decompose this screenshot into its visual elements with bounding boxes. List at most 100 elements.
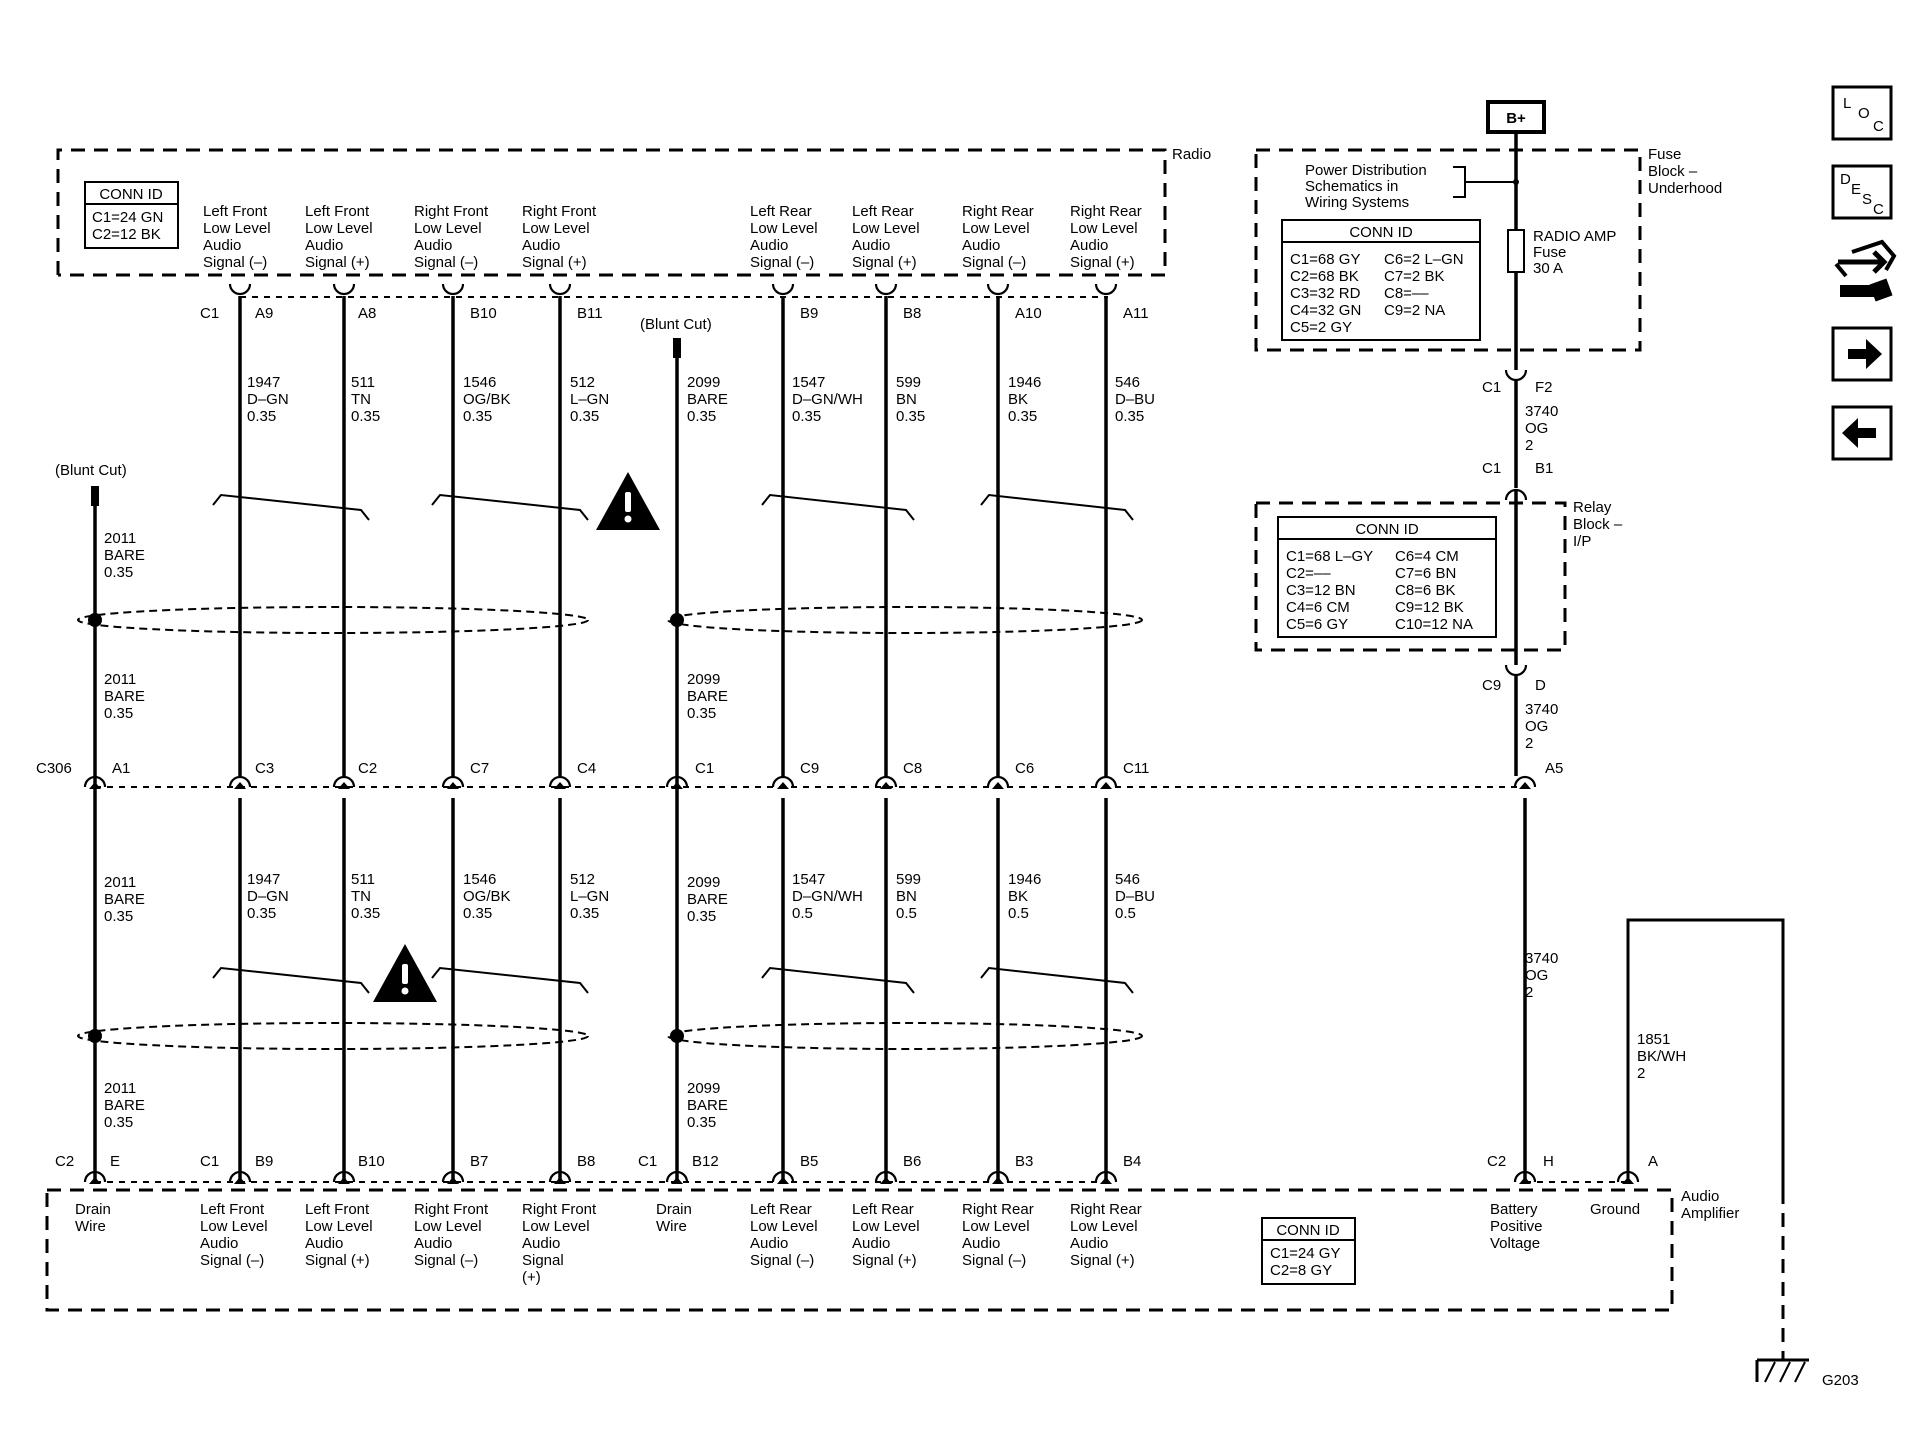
svg-text:2: 2 bbox=[1637, 1065, 1645, 1082]
amp-conn: C2 bbox=[1487, 1153, 1506, 1170]
svg-text:Left Front: Left Front bbox=[200, 1201, 265, 1218]
svg-text:BK/WH: BK/WH bbox=[1637, 1048, 1686, 1065]
svg-text:C1: C1 bbox=[1482, 460, 1501, 477]
svg-text:Low Level: Low Level bbox=[852, 1218, 920, 1235]
relay-block-component: Relay Block – I/P bbox=[1254, 499, 1623, 652]
radio-pin: B10 bbox=[470, 305, 497, 322]
svg-text:0.35: 0.35 bbox=[351, 905, 380, 922]
svg-text:Signal (+): Signal (+) bbox=[852, 254, 917, 271]
svg-text:Left Rear: Left Rear bbox=[852, 1201, 914, 1218]
svg-text:Signal (–): Signal (–) bbox=[203, 254, 267, 271]
previous-page-arrow-icon[interactable] bbox=[1831, 405, 1893, 461]
c306-pin: C4 bbox=[577, 760, 596, 777]
svg-text:Audio: Audio bbox=[414, 1235, 452, 1252]
svg-text:Wire: Wire bbox=[75, 1218, 106, 1235]
connector-repair-icon[interactable] bbox=[1834, 239, 1897, 302]
svg-text:D–BU: D–BU bbox=[1115, 391, 1155, 408]
svg-text:0.35: 0.35 bbox=[104, 705, 133, 722]
c306-pin: C7 bbox=[470, 760, 489, 777]
svg-text:1851: 1851 bbox=[1637, 1031, 1670, 1048]
location-nav-icon[interactable]: L O C bbox=[1831, 85, 1893, 141]
svg-text:D–GN/WH: D–GN/WH bbox=[792, 888, 863, 905]
svg-text:BARE: BARE bbox=[104, 547, 145, 564]
svg-text:512: 512 bbox=[570, 871, 595, 888]
svg-text:0.35: 0.35 bbox=[570, 905, 599, 922]
svg-text:C1: C1 bbox=[1482, 379, 1501, 396]
amp-conn: C1 bbox=[638, 1153, 657, 1170]
amp-pin: B6 bbox=[903, 1153, 921, 1170]
svg-text:2099: 2099 bbox=[687, 374, 720, 391]
svg-text:D–BU: D–BU bbox=[1115, 888, 1155, 905]
svg-text:Signal (–): Signal (–) bbox=[750, 1252, 814, 1269]
svg-text:Audio: Audio bbox=[305, 237, 343, 254]
svg-text:Left Front: Left Front bbox=[305, 1201, 370, 1218]
svg-text:0.5: 0.5 bbox=[1115, 905, 1136, 922]
svg-text:Low Level: Low Level bbox=[200, 1218, 268, 1235]
svg-text:0.35: 0.35 bbox=[570, 408, 599, 425]
next-page-arrow-icon[interactable] bbox=[1831, 326, 1893, 382]
c306-pin: C11 bbox=[1123, 760, 1149, 777]
c306-pin: C2 bbox=[358, 760, 377, 777]
svg-text:Low Level: Low Level bbox=[1070, 1218, 1138, 1235]
svg-text:D–GN: D–GN bbox=[247, 888, 289, 905]
fuse-conn-title: CONN ID bbox=[1349, 224, 1413, 241]
svg-text:Audio: Audio bbox=[750, 1235, 788, 1252]
relay-conn-line: C1=68 L–GY bbox=[1286, 548, 1373, 565]
power-feed: B+ Power Distribution Schematics in Wiri… bbox=[1305, 100, 1616, 1180]
svg-text:511: 511 bbox=[351, 374, 375, 391]
amp-signal-ground: Ground bbox=[1590, 1201, 1640, 1218]
svg-text:F2: F2 bbox=[1535, 379, 1553, 396]
amp-conn: C2 bbox=[55, 1153, 74, 1170]
fuse-label: 30 A bbox=[1533, 260, 1563, 277]
blunt-cut-label: (Blunt Cut) bbox=[640, 316, 712, 333]
svg-text:2011: 2011 bbox=[104, 1080, 136, 1097]
svg-text:Audio: Audio bbox=[852, 1235, 890, 1252]
relay-conn-id-table: CONN ID C1=68 L–GY C2=–– C3=12 BN C4=6 C… bbox=[1277, 516, 1497, 638]
amp-conn-id-table: CONN ID C1=24 GY C2=8 GY bbox=[1261, 1217, 1356, 1285]
fuse-block-label-3: Underhood bbox=[1648, 180, 1722, 197]
description-nav-icon[interactable]: D E S C bbox=[1831, 164, 1893, 220]
svg-text:1947: 1947 bbox=[247, 374, 280, 391]
radio-conn-title: CONN ID bbox=[99, 186, 163, 203]
svg-text:Low Level: Low Level bbox=[305, 220, 373, 237]
relay-conn-line: C10=12 NA bbox=[1395, 616, 1473, 633]
svg-text:3740: 3740 bbox=[1525, 701, 1558, 718]
svg-text:2011: 2011 bbox=[104, 874, 136, 891]
svg-text:2: 2 bbox=[1525, 984, 1533, 1001]
radio-conn-line: C1=24 GN bbox=[92, 209, 163, 226]
svg-text:BARE: BARE bbox=[687, 891, 728, 908]
svg-text:BARE: BARE bbox=[687, 391, 728, 408]
svg-text:Audio: Audio bbox=[962, 1235, 1000, 1252]
relay-block-label-1: Relay bbox=[1573, 499, 1612, 516]
svg-text:0.35: 0.35 bbox=[792, 408, 821, 425]
battery-label: B+ bbox=[1506, 110, 1526, 127]
radio-pin: A10 bbox=[1015, 305, 1042, 322]
amp-conn-line: C2=8 GY bbox=[1270, 1262, 1332, 1279]
amplifier-label-2: Amplifier bbox=[1681, 1205, 1739, 1222]
svg-text:2011: 2011 bbox=[104, 530, 136, 547]
svg-text:Audio: Audio bbox=[522, 237, 560, 254]
svg-text:Signal (–): Signal (–) bbox=[750, 254, 814, 271]
twisted-pair-markers-upper bbox=[212, 493, 1134, 521]
signal-wires-upper bbox=[238, 296, 1108, 776]
svg-text:0.35: 0.35 bbox=[104, 908, 133, 925]
svg-text:D: D bbox=[1535, 677, 1546, 694]
blunt-cut-label: (Blunt Cut) bbox=[55, 462, 127, 479]
svg-text:Left Front: Left Front bbox=[305, 203, 370, 220]
svg-text:2099: 2099 bbox=[687, 671, 720, 688]
svg-text:Wire: Wire bbox=[656, 1218, 687, 1235]
svg-text:O: O bbox=[1858, 105, 1870, 122]
amp-conn-line: C1=24 GY bbox=[1270, 1245, 1340, 1262]
radio-conn-line: C2=12 BK bbox=[92, 226, 161, 243]
svg-text:Low Level: Low Level bbox=[414, 220, 482, 237]
relay-conn-line: C6=4 CM bbox=[1395, 548, 1459, 565]
